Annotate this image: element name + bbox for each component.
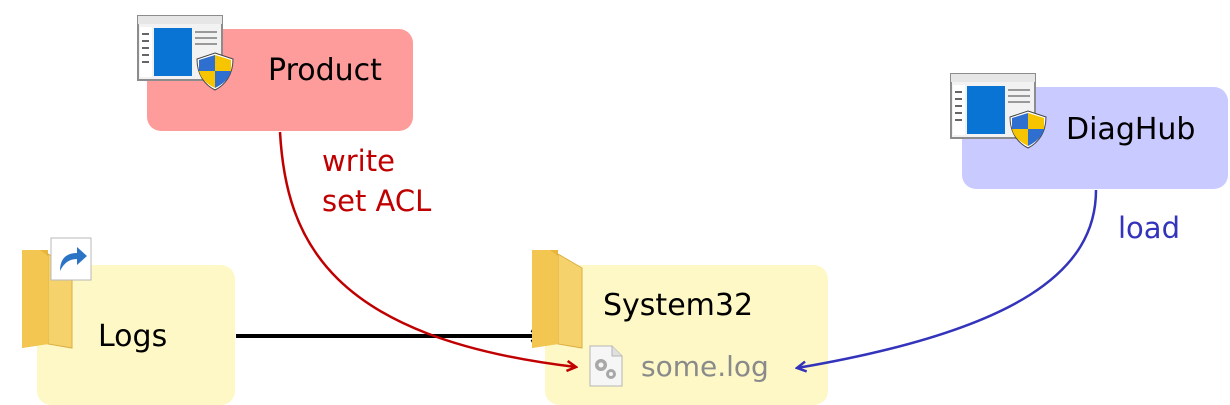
edge-diaghub-to-file [797,189,1098,368]
edge-product-to-file [278,131,576,367]
file-label: some.log [641,350,769,383]
edge-label-set-acl: set ACL [322,184,432,218]
app-window-shield-icon [950,73,1047,149]
logs-label: Logs [98,319,168,354]
product-label: Product [268,53,382,88]
diaghub-label: DiagHub [1066,112,1196,147]
app-window-shield-icon [137,15,234,91]
folder-icon [532,250,583,349]
gear-file-icon [589,345,623,387]
edge-label-load: load [1118,211,1180,245]
shortcut-arrow-icon [50,237,92,281]
system32-label: System32 [603,288,754,323]
edge-label-write: write [322,144,395,178]
